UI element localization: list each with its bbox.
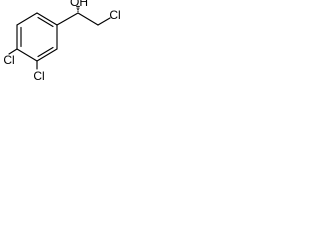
benzene-ring bbox=[16, 12, 58, 62]
ring-double-bond-inner bbox=[37, 46, 54, 58]
ring-chlorine-meta-label: Cl bbox=[33, 69, 44, 83]
ring-chlorine-para-label: Cl bbox=[3, 53, 14, 67]
hashed-wedge-bond bbox=[76, 5, 80, 12]
ch2-to-cl-bond bbox=[97, 17, 111, 26]
side-chain-chlorine-label: Cl bbox=[109, 8, 120, 22]
chemical-structure-diagram: OH Cl Cl Cl bbox=[3, 0, 120, 83]
ring-bond bbox=[16, 12, 38, 26]
hydroxyl-label: OH bbox=[70, 0, 88, 9]
ring-to-cl-para-bond bbox=[8, 48, 18, 55]
stereocenter-to-ch2-bond bbox=[77, 12, 99, 26]
ring-to-stereocenter-bond bbox=[56, 12, 79, 26]
ring-double-bond-inner bbox=[37, 16, 54, 28]
ring-bond bbox=[16, 48, 38, 62]
ring-bond bbox=[36, 12, 58, 26]
ring-bond bbox=[36, 48, 58, 62]
